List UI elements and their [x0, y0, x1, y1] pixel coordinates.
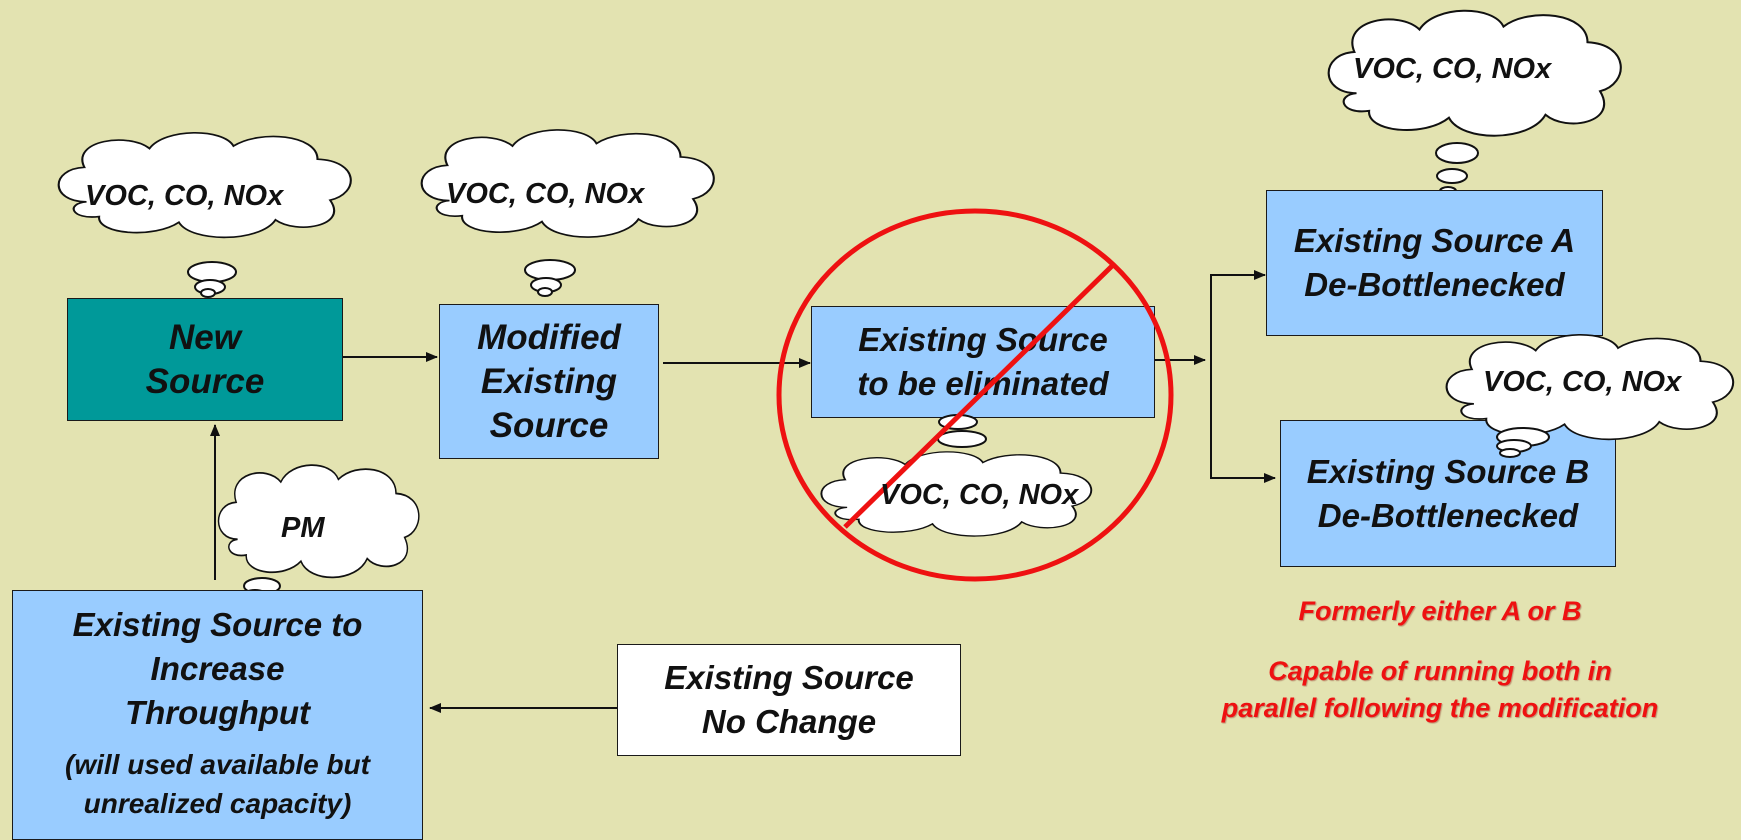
thought-bubble: [1436, 168, 1468, 184]
cloud-label-increase-source: PM: [281, 512, 325, 544]
box-line: Throughput: [124, 694, 311, 731]
existing-source-b-box: Existing Source B De-Bottlenecked: [1280, 420, 1616, 567]
box-subnote: unrealized capacity): [83, 788, 352, 819]
note-formerly: Formerly either A or B: [1180, 593, 1700, 630]
note-line: Formerly either A or B: [1298, 596, 1582, 626]
thought-bubble: [187, 261, 237, 283]
box-line: New: [169, 317, 241, 357]
box-line: Existing Source B: [1306, 452, 1590, 490]
note-line: parallel following the modification: [1221, 693, 1659, 723]
cloud-source-a: [1327, 9, 1622, 196]
cloud-modified-source: [420, 128, 715, 297]
cloud-label-source-a: VOC, CO, NOx: [1353, 53, 1552, 85]
box-line: Existing Source: [664, 659, 914, 696]
existing-source-no-change-box: Existing Source No Change: [617, 644, 961, 756]
box-line: Existing Source to: [72, 606, 363, 643]
cloud-new-source: [57, 131, 352, 298]
thought-bubble: [200, 288, 216, 298]
existing-source-eliminated-box: Existing Source to be eliminated: [811, 306, 1155, 418]
box-line: Increase: [150, 650, 285, 687]
box-line: Existing: [480, 361, 618, 401]
box-line: Existing Source: [858, 321, 1108, 358]
cloud-label-new-source: VOC, CO, NOx: [85, 180, 284, 212]
box-subnote: (will used available but: [65, 749, 370, 780]
box-line: No Change: [701, 703, 877, 740]
modified-existing-source-box: Modified Existing Source: [439, 304, 659, 459]
arrow-split-to-b: [1210, 360, 1276, 483]
box-line: Existing Source A: [1293, 222, 1576, 259]
box-line: De-Bottlenecked: [1317, 496, 1579, 534]
new-source-box: New Source: [67, 298, 343, 421]
box-line: Source: [489, 405, 609, 445]
note-line: Capable of running both in: [1268, 656, 1612, 686]
existing-source-a-box: Existing Source A De-Bottlenecked: [1266, 190, 1603, 336]
thought-bubble: [537, 287, 553, 297]
cloud-label-eliminated-source: VOC, CO, NOx: [880, 479, 1079, 511]
box-line: to be eliminated: [857, 365, 1109, 402]
arrow-split-to-a: [1210, 270, 1266, 360]
thought-bubble: [1435, 142, 1479, 164]
cloud-label-modified-source: VOC, CO, NOx: [446, 178, 645, 210]
cloud-label-source-b: VOC, CO, NOx: [1483, 366, 1682, 398]
box-line: Modified: [477, 317, 621, 357]
note-capable: Capable of running both in parallel foll…: [1170, 653, 1710, 727]
existing-source-increase-box: Existing Source to Increase Throughput (…: [12, 590, 423, 840]
box-line: De-Bottlenecked: [1304, 266, 1565, 303]
box-line: Source: [145, 361, 265, 401]
thought-bubble: [524, 259, 576, 281]
